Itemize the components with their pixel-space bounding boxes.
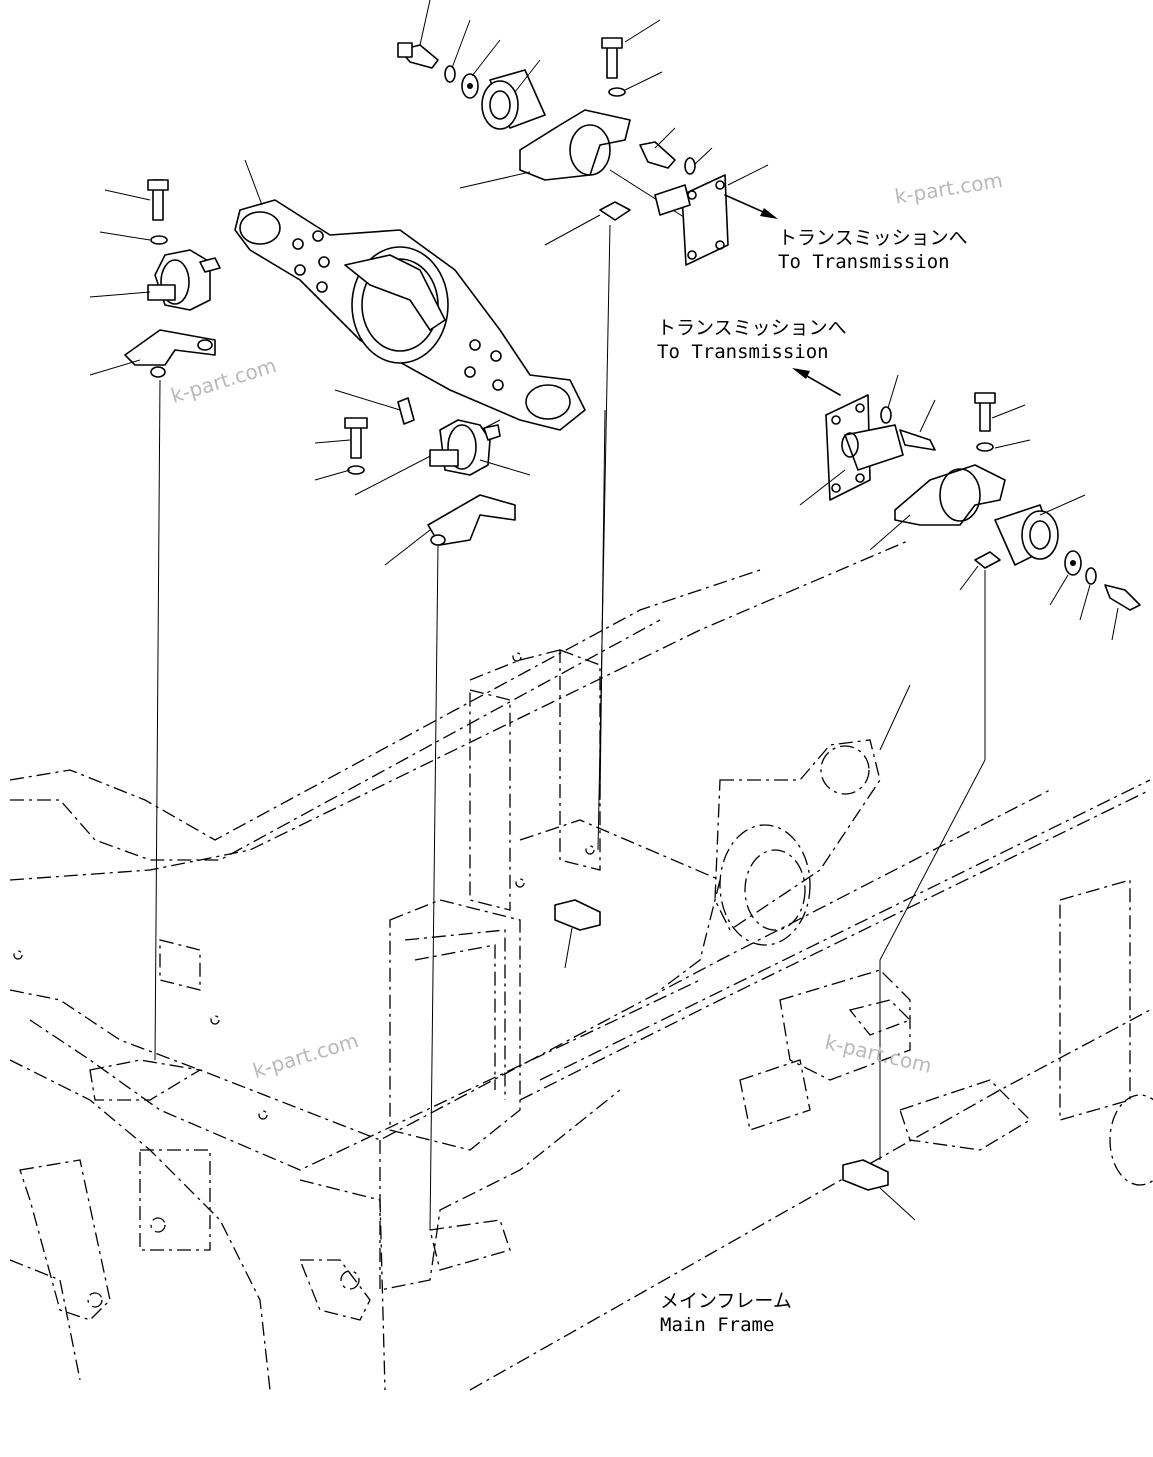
main-frame-outline	[9, 539, 1153, 1391]
center-pad-assembly	[344, 397, 516, 546]
to-transmission-mid-en-label: To Transmission	[657, 341, 829, 363]
to-transmission-upper-en-label: To Transmission	[778, 251, 950, 273]
callout-leaders	[89, 0, 1119, 1221]
transmission-arrows	[724, 194, 841, 396]
left-pad-assembly	[124, 179, 221, 378]
to-transmission-mid-jp-label: トランスミッションへ	[657, 317, 847, 339]
main-frame-en-label: Main Frame	[660, 1314, 775, 1336]
to-transmission-upper-jp-label: トランスミッションへ	[778, 227, 968, 249]
upper-bearing-assembly	[397, 37, 729, 266]
frame-blocks	[554, 899, 889, 1191]
equalizer-link-part	[234, 199, 586, 431]
lower-bearing-assembly	[825, 392, 1141, 611]
main-frame-jp-label: メインフレーム	[660, 1290, 792, 1312]
assembly-lines	[154, 169, 986, 1231]
